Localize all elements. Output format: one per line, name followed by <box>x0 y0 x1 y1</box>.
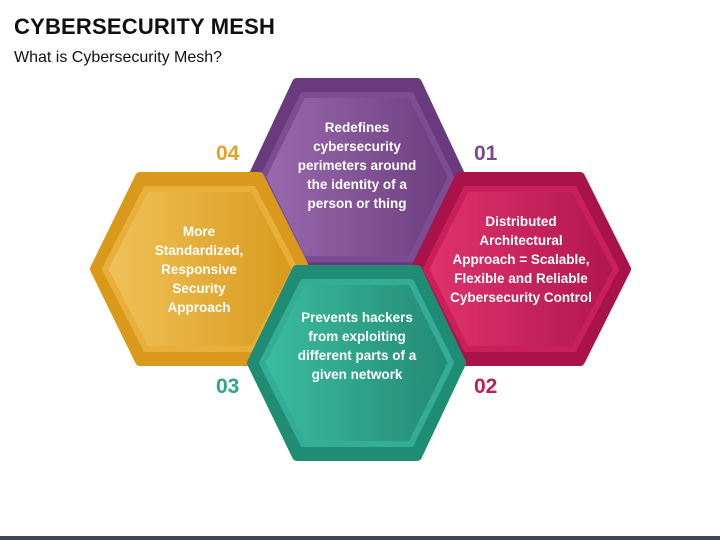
hexagon-03-text: Prevents hackers from exploiting differe… <box>297 310 417 382</box>
number-04: 04 <box>216 142 240 165</box>
hexagon-03 <box>247 265 466 461</box>
hexagon-01 <box>248 78 466 276</box>
hexagon-02-text: Distributed Architectural Approach = Sca… <box>450 214 592 305</box>
hexagon-04-text: More Standardized, Responsive Security A… <box>154 224 244 315</box>
number-02: 02 <box>474 375 498 398</box>
page-title: CYBERSECURITY MESH <box>14 14 276 39</box>
page-subtitle: What is Cybersecurity Mesh? <box>14 49 223 66</box>
number-03: 03 <box>216 375 240 398</box>
number-01: 01 <box>474 142 498 165</box>
footer-bar <box>0 536 720 540</box>
hexagon-01-text: Redefines cybersecurity perimeters aroun… <box>297 120 417 211</box>
